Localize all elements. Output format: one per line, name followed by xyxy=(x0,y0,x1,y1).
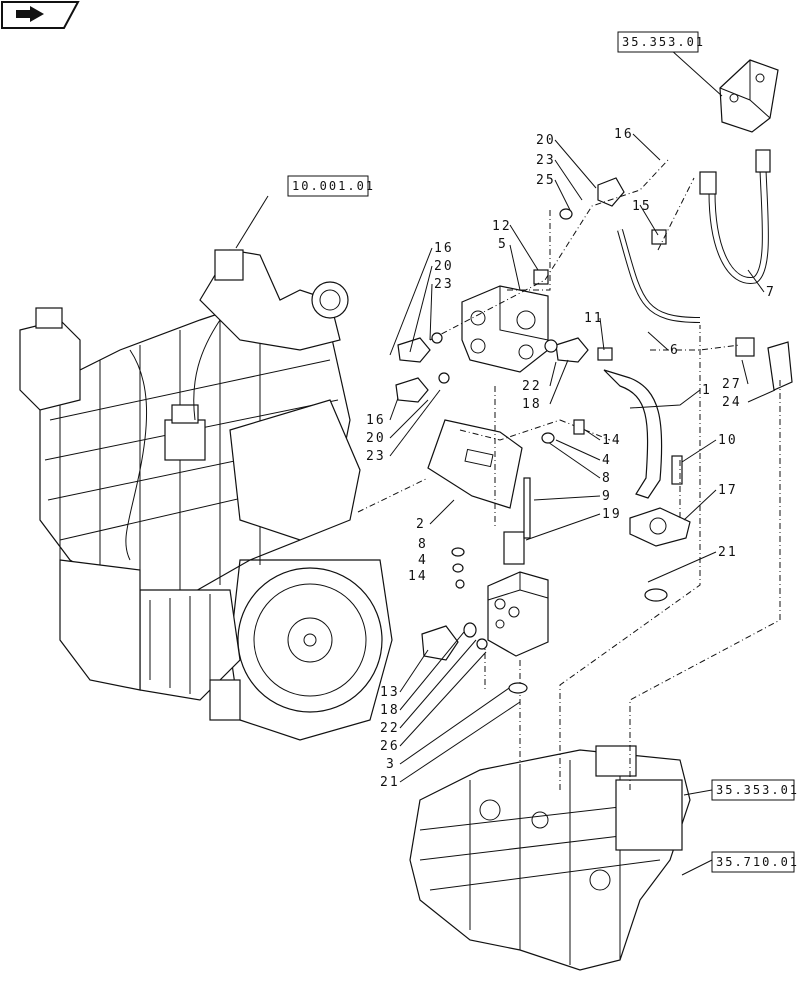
callout-21: 21 xyxy=(718,545,738,560)
callout-20: 20 xyxy=(366,431,386,446)
callout-23: 23 xyxy=(536,153,556,168)
callout-11: 11 xyxy=(584,311,604,326)
ref-label: 35.353.01 xyxy=(622,35,705,49)
ref-label: 35.353.01 xyxy=(716,783,799,797)
callout-4: 4 xyxy=(418,553,428,568)
pump-adapter-drawing xyxy=(395,177,667,403)
ref-label: 10.001.01 xyxy=(292,179,375,193)
callout-20: 20 xyxy=(536,133,556,148)
callout-23: 23 xyxy=(366,449,386,464)
callout-22: 22 xyxy=(380,721,400,736)
callout-22: 22 xyxy=(522,379,542,394)
callout-18: 18 xyxy=(522,397,542,412)
centerlines xyxy=(357,159,781,790)
callout-16: 16 xyxy=(366,413,386,428)
callout-16: 16 xyxy=(434,241,454,256)
ref-box-35353-bottom[interactable]: 35.353.01 xyxy=(711,779,799,801)
ref-box-35353-top[interactable]: 35.353.01 xyxy=(617,31,705,53)
callout-16: 16 xyxy=(614,127,634,142)
hydraulic-pump-drawing xyxy=(409,745,691,971)
callout-20: 20 xyxy=(434,259,454,274)
valve-block-drawing xyxy=(421,477,549,661)
mounting-plate-drawing xyxy=(427,419,523,509)
ref-box-35710[interactable]: 35.710.01 xyxy=(711,851,799,873)
callout-15: 15 xyxy=(632,199,652,214)
forward-arrow-icon xyxy=(16,6,44,22)
callout-4: 4 xyxy=(602,453,612,468)
callout-8: 8 xyxy=(602,471,612,486)
ref-label: 35.710.01 xyxy=(716,855,799,869)
callout-17: 17 xyxy=(718,483,738,498)
callout-8: 8 xyxy=(418,537,428,552)
callout-13: 13 xyxy=(380,685,400,700)
callout-labels: 20 23 25 16 15 12 5 16 20 23 11 6 7 1 27… xyxy=(366,127,776,790)
callout-14: 14 xyxy=(602,433,622,448)
o-rings xyxy=(431,208,668,694)
leader-lines xyxy=(235,39,776,876)
callout-18: 18 xyxy=(380,703,400,718)
flange-17-drawing xyxy=(629,507,691,547)
callout-5: 5 xyxy=(498,237,508,252)
callout-27: 27 xyxy=(722,377,742,392)
callout-12: 12 xyxy=(492,219,512,234)
callout-19: 19 xyxy=(602,507,622,522)
callout-21: 21 xyxy=(380,775,400,790)
callout-24: 24 xyxy=(722,395,742,410)
valve-35353-drawing xyxy=(719,59,779,133)
callout-25: 25 xyxy=(536,173,556,188)
engine-drawing xyxy=(19,249,393,741)
ref-box-10001[interactable]: 10.001.01 xyxy=(287,175,375,197)
callout-6: 6 xyxy=(670,343,680,358)
callout-23: 23 xyxy=(434,277,454,292)
callout-26: 26 xyxy=(380,739,400,754)
callout-9: 9 xyxy=(602,489,612,504)
callout-7: 7 xyxy=(766,285,776,300)
callout-3: 3 xyxy=(386,757,396,772)
callout-1: 1 xyxy=(702,383,712,398)
callout-10: 10 xyxy=(718,433,738,448)
callout-2: 2 xyxy=(416,517,426,532)
callout-14: 14 xyxy=(408,569,428,584)
nav-forward-button[interactable] xyxy=(1,1,80,29)
